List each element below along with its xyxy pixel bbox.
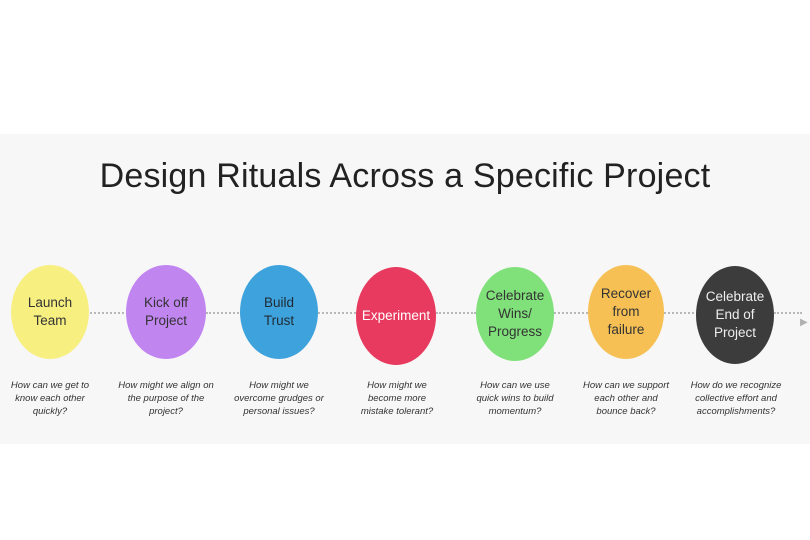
stage-question: How do we recognize collective effort an… [690, 380, 782, 417]
stage-question: How can we support each other and bounce… [582, 380, 670, 417]
stage-label: Build Trust [263, 294, 295, 328]
stage-label: Celebrate End of Project [705, 288, 765, 341]
stage-circle: Kick off Project [126, 265, 206, 359]
stage-label: Experiment [361, 307, 431, 323]
stage-label: Celebrate Wins/ Progress [485, 287, 545, 340]
stage-circle: Recover from failure [588, 265, 664, 359]
stage-circle: Celebrate End of Project [696, 266, 774, 364]
stage-circle: Experiment [356, 267, 436, 365]
stage-circle: Celebrate Wins/ Progress [476, 267, 554, 361]
stage-label: Launch Team [27, 294, 73, 328]
stage-circle: Build Trust [240, 265, 318, 359]
stage-question: How might we align on the purpose of the… [118, 380, 214, 417]
stage-question: How might we become more mistake toleran… [360, 380, 434, 417]
stage-question: How can we get to know each other quickl… [10, 380, 90, 417]
stage-label: Kick off Project [143, 294, 189, 328]
stage-question: How can we use quick wins to build momen… [476, 380, 554, 417]
stage-question: How might we overcome grudges or persona… [234, 380, 324, 417]
stage-circle: Launch Team [11, 265, 89, 359]
stage-label: Recover from failure [600, 285, 652, 338]
arrow-head-icon: ▶ [800, 317, 808, 328]
diagram-title: Design Rituals Across a Specific Project [99, 157, 711, 195]
